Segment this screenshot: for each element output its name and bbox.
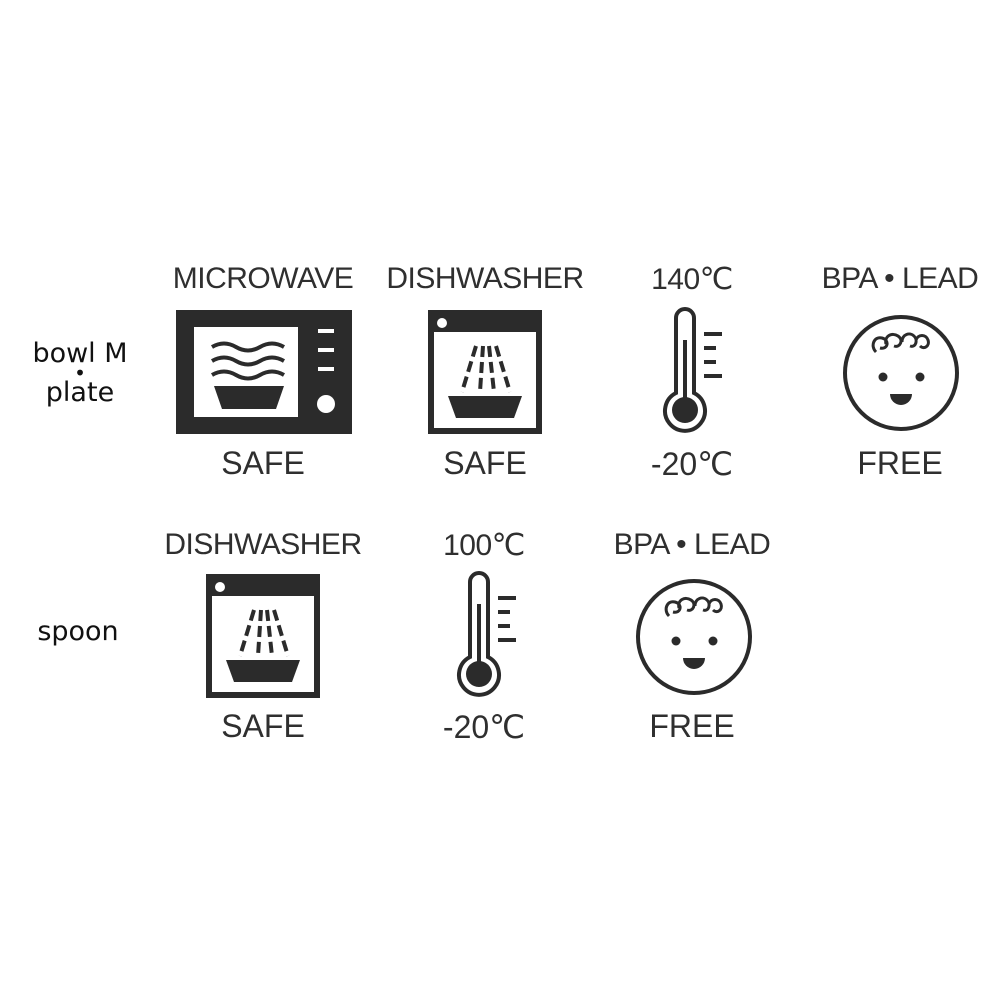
row-label-bowl-plate: bowl M • plate <box>20 340 140 406</box>
max-temperature-label: 140℃ <box>651 263 733 296</box>
smiley-face-icon <box>843 315 959 431</box>
microwave-top-label: MICROWAVE <box>172 262 354 295</box>
microwave-bottom-label: SAFE <box>221 445 305 481</box>
row-label-separator: • <box>74 361 86 385</box>
bpa-lead-top-label: BPA • LEAD <box>613 528 771 561</box>
microwave-icon <box>176 310 352 434</box>
max-temperature-label: 100℃ <box>443 529 525 562</box>
dishwasher-bottom-label: SAFE <box>221 708 305 744</box>
thermometer-icon <box>457 571 516 697</box>
min-temperature-label: -20℃ <box>650 446 734 482</box>
dishwasher-top-label: DISHWASHER <box>386 262 584 295</box>
row-label-line: plate <box>45 377 115 408</box>
dishwasher-icon <box>428 310 542 434</box>
row-label-line: bowl M <box>32 338 128 369</box>
dishwasher-top-label: DISHWASHER <box>164 528 362 561</box>
min-temperature-label: -20℃ <box>442 709 526 745</box>
free-bottom-label: FREE <box>649 708 735 744</box>
bpa-lead-top-label: BPA • LEAD <box>821 262 979 295</box>
dishwasher-bottom-label: SAFE <box>443 445 527 481</box>
thermometer-icon <box>663 307 722 433</box>
free-bottom-label: FREE <box>857 445 943 481</box>
row-label-spoon: spoon <box>18 618 138 645</box>
row-label-line: spoon <box>37 616 119 647</box>
smiley-face-icon <box>636 579 752 695</box>
dishwasher-icon <box>206 574 320 698</box>
